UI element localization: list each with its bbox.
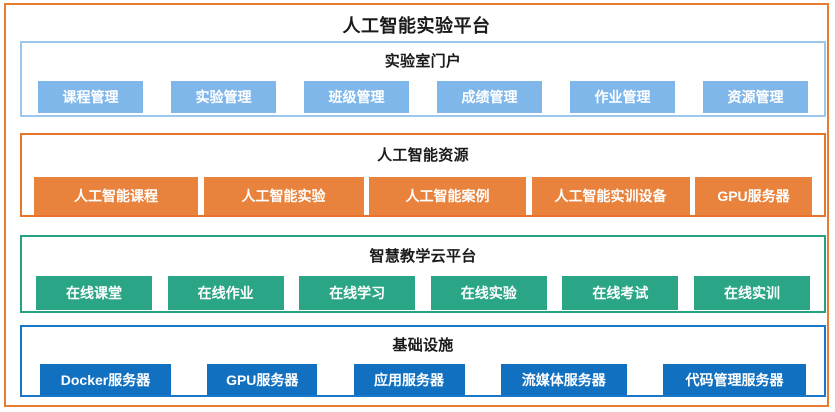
chip-ai-cases[interactable]: 人工智能案例 — [369, 177, 526, 215]
chip-course-management[interactable]: 课程管理 — [38, 81, 143, 113]
chip-ai-courses[interactable]: 人工智能课程 — [34, 177, 198, 215]
chip-streaming-server[interactable]: 流媒体服务器 — [500, 364, 627, 395]
chip-docker-server[interactable]: Docker服务器 — [40, 364, 171, 395]
chip-gpu-server[interactable]: GPU服务器 — [207, 364, 318, 395]
chip-gpu-server-resource[interactable]: GPU服务器 — [695, 177, 812, 215]
chip-class-management[interactable]: 班级管理 — [304, 81, 409, 113]
page-title: 人工智能实验平台 — [342, 16, 491, 36]
chip-application-server[interactable]: 应用服务器 — [353, 364, 465, 395]
chip-code-management-server[interactable]: 代码管理服务器 — [663, 364, 806, 395]
layer-infrastructure-title: 基础设施 — [392, 337, 454, 354]
chip-ai-experiments[interactable]: 人工智能实验 — [203, 177, 364, 215]
chip-online-learning[interactable]: 在线学习 — [299, 276, 416, 310]
chip-online-training[interactable]: 在线实训 — [693, 276, 810, 310]
platform-outer-frame: 人工智能实验平台 实验室门户 课程管理 实验管理 班级管理 成绩管理 作业管理 … — [4, 3, 829, 407]
chip-grade-management[interactable]: 成绩管理 — [437, 81, 542, 113]
chip-experiment-management[interactable]: 实验管理 — [171, 81, 276, 113]
layer-portal: 实验室门户 课程管理 实验管理 班级管理 成绩管理 作业管理 资源管理 — [20, 41, 826, 117]
layer-infrastructure-items: Docker服务器 GPU服务器 应用服务器 流媒体服务器 代码管理服务器 — [22, 364, 824, 395]
chip-ai-training-equipment[interactable]: 人工智能实训设备 — [531, 177, 690, 215]
chip-online-homework[interactable]: 在线作业 — [167, 276, 284, 310]
layer-portal-title: 实验室门户 — [384, 53, 462, 70]
chip-homework-management[interactable]: 作业管理 — [570, 81, 675, 113]
layer-ai-resources-title: 人工智能资源 — [377, 147, 469, 164]
layer-infrastructure: 基础设施 Docker服务器 GPU服务器 应用服务器 流媒体服务器 代码管理服… — [20, 325, 826, 397]
chip-online-classroom[interactable]: 在线课堂 — [36, 276, 152, 310]
layer-ai-resources: 人工智能资源 人工智能课程 人工智能实验 人工智能案例 人工智能实训设备 GPU… — [20, 133, 826, 217]
chip-resource-management[interactable]: 资源管理 — [703, 81, 808, 113]
chip-online-exam[interactable]: 在线考试 — [562, 276, 679, 310]
layer-teaching-cloud-items: 在线课堂 在线作业 在线学习 在线实验 在线考试 在线实训 — [22, 276, 824, 310]
layer-teaching-cloud: 智慧教学云平台 在线课堂 在线作业 在线学习 在线实验 在线考试 在线实训 — [20, 235, 826, 313]
layer-teaching-cloud-title: 智慧教学云平台 — [369, 248, 477, 265]
layer-ai-resources-items: 人工智能课程 人工智能实验 人工智能案例 人工智能实训设备 GPU服务器 — [22, 177, 824, 215]
chip-online-experiment[interactable]: 在线实验 — [430, 276, 547, 310]
layer-portal-items: 课程管理 实验管理 班级管理 成绩管理 作业管理 资源管理 — [22, 81, 824, 113]
